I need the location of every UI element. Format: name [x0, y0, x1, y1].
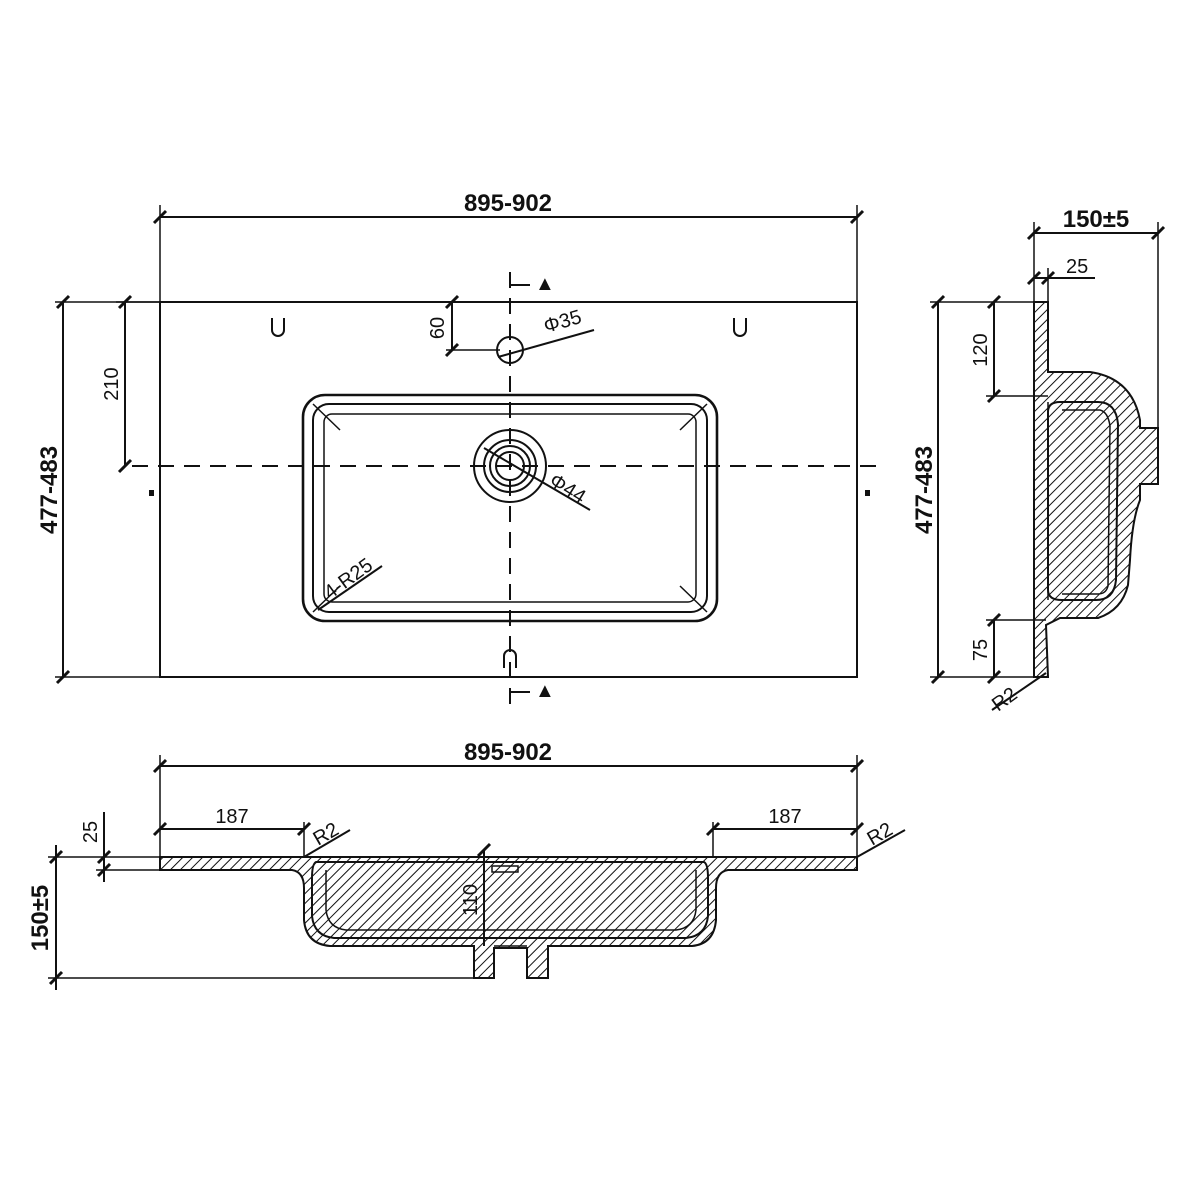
side-radius-label: R2	[988, 683, 1022, 716]
side-height-label: 150±5	[1063, 206, 1130, 233]
top-depth-dimension: 477-483	[36, 294, 160, 685]
top-width-dimension: 895-902	[152, 190, 865, 302]
side-back-depth-label: 120	[970, 333, 992, 366]
drain: Φ44	[473, 429, 591, 511]
side-section	[1033, 301, 1159, 678]
side-view: 150±5 25 477-483 120	[911, 206, 1166, 716]
tap-hole-offset-label: 60	[427, 317, 449, 339]
mount-slot-left	[271, 318, 285, 337]
tap-hole-diameter-label: Φ35	[541, 306, 584, 338]
front-height-label: 150±5	[27, 885, 54, 952]
top-depth-label: 477-483	[36, 446, 63, 534]
top-width-label: 895-902	[464, 190, 552, 217]
front-right-ledge-dimension: 187	[705, 806, 865, 857]
drain-diameter-label: Φ44	[545, 470, 589, 509]
mount-slot-right	[733, 318, 747, 337]
side-depth-label: 477-483	[911, 446, 938, 534]
side-front-depth-label: 75	[970, 639, 992, 661]
front-left-ledge-dimension: 187	[152, 806, 312, 857]
front-section	[159, 856, 858, 979]
side-rim-label: 25	[1066, 256, 1088, 278]
side-radius-callout: R2	[988, 672, 1047, 716]
top-view-outline	[159, 301, 858, 678]
side-back-depth-dimension: 120	[970, 294, 1048, 404]
front-rim-label: 25	[80, 821, 102, 843]
front-bowl-depth-label: 110	[460, 884, 482, 916]
front-height-dimension: 150±5	[27, 845, 474, 990]
front-width-dimension: 895-902	[152, 739, 865, 857]
side-front-depth-dimension: 75	[970, 612, 1046, 685]
tap-offset-dimension: 210	[101, 294, 160, 474]
tap-offset-label: 210	[101, 367, 123, 400]
front-view: 895-902 187 187 R2 R2	[27, 739, 906, 990]
bowl-outline	[301, 393, 719, 623]
front-width-label: 895-902	[464, 739, 552, 766]
top-view: 895-902 477-483 210 ▲ ▲	[36, 190, 880, 712]
svg-text:▲: ▲	[535, 273, 555, 295]
front-left-radius-callout: R2	[303, 818, 351, 858]
front-left-ledge-label: 187	[215, 806, 248, 828]
front-left-radius-label: R2	[310, 818, 343, 850]
front-right-ledge-label: 187	[768, 806, 801, 828]
corner-radius-label: 4-R25	[320, 554, 377, 604]
front-rim-dimension: 25	[80, 812, 160, 882]
mount-slot-front	[503, 649, 517, 668]
front-right-radius-callout: R2	[856, 818, 906, 858]
front-right-radius-label: R2	[864, 818, 897, 850]
side-rim-dimension: 25	[1026, 256, 1095, 302]
front-bowl-depth-dimension: 110	[460, 842, 492, 946]
svg-text:▲: ▲	[535, 680, 555, 702]
side-height-dimension: 150±5	[1026, 206, 1166, 428]
side-depth-dimension: 477-483	[911, 294, 1034, 685]
